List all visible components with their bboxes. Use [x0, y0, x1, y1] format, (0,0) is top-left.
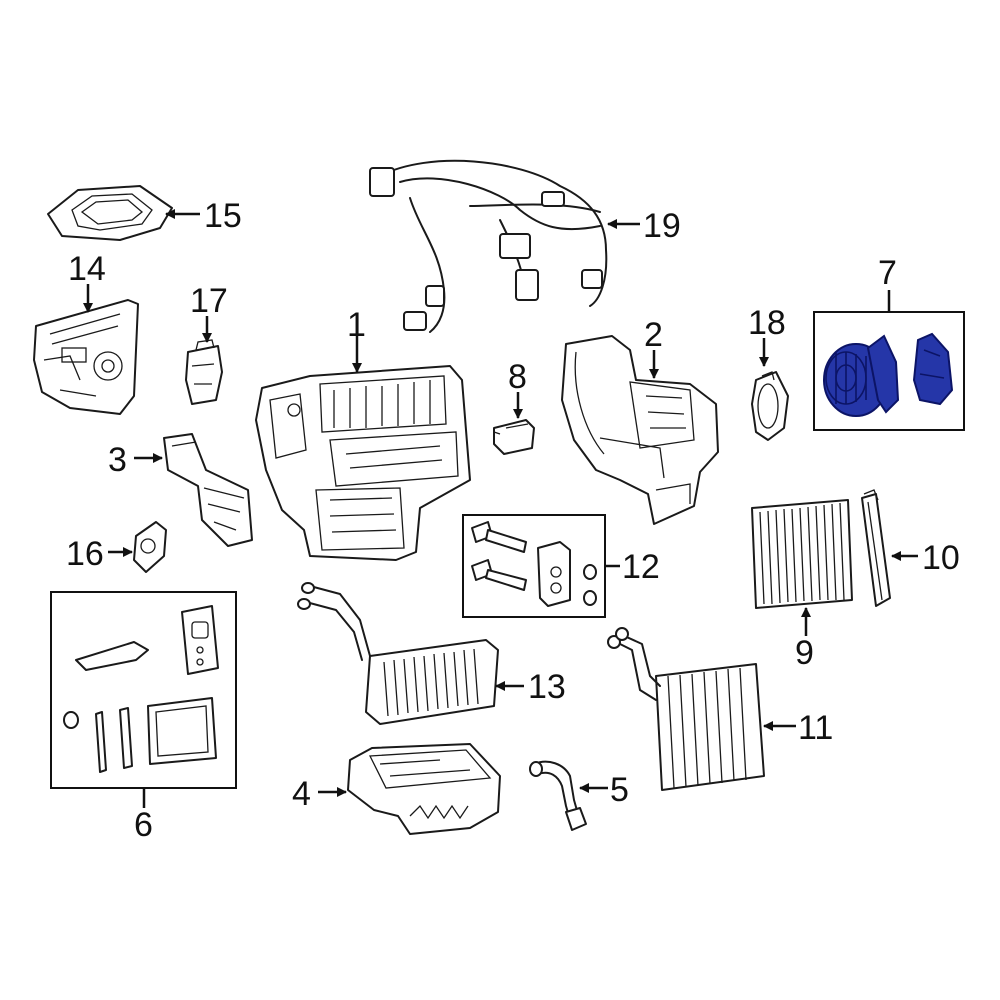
part-4-drawing [347, 743, 501, 835]
callout-14: 14 [68, 250, 106, 288]
callout-9: 9 [795, 634, 814, 672]
callout-3: 3 [108, 441, 127, 479]
callout-10: 10 [922, 539, 960, 577]
part-9-drawing [751, 499, 853, 609]
callout-5: 5 [610, 771, 629, 809]
callout-11: 11 [798, 709, 833, 747]
part-11-drawing [607, 627, 765, 791]
part-16-drawing [133, 521, 167, 573]
part-6-drawing [63, 605, 219, 773]
callout-4: 4 [292, 775, 311, 813]
part-14-drawing [33, 299, 139, 415]
part-13-drawing [297, 582, 499, 725]
callout-18: 18 [748, 304, 786, 342]
part-7-blower-motor[interactable] [823, 334, 900, 417]
part-1-drawing [255, 365, 471, 561]
callout-7: 7 [878, 254, 897, 292]
callout-16: 16 [66, 535, 104, 573]
part-15-drawing [47, 185, 173, 241]
callout-17: 17 [190, 282, 228, 320]
callout-12: 12 [622, 548, 660, 586]
part-19-drawing [369, 159, 608, 333]
part-8-drawing [493, 419, 535, 455]
part-3-drawing [163, 433, 253, 547]
part-18-drawing [751, 371, 789, 441]
callout-6: 6 [134, 806, 153, 844]
part-12-drawing [471, 521, 597, 607]
callout-13: 13 [528, 668, 566, 706]
part-2-drawing [561, 335, 719, 525]
callout-1: 1 [347, 306, 366, 344]
part-5-drawing [529, 760, 587, 831]
callout-2: 2 [644, 316, 663, 354]
part-10-drawing [861, 489, 891, 607]
part-17-drawing [185, 339, 223, 405]
part-7-housing-plate[interactable] [912, 332, 954, 406]
callout-15: 15 [204, 197, 242, 235]
callout-8: 8 [508, 358, 527, 396]
callout-19: 19 [643, 207, 681, 245]
